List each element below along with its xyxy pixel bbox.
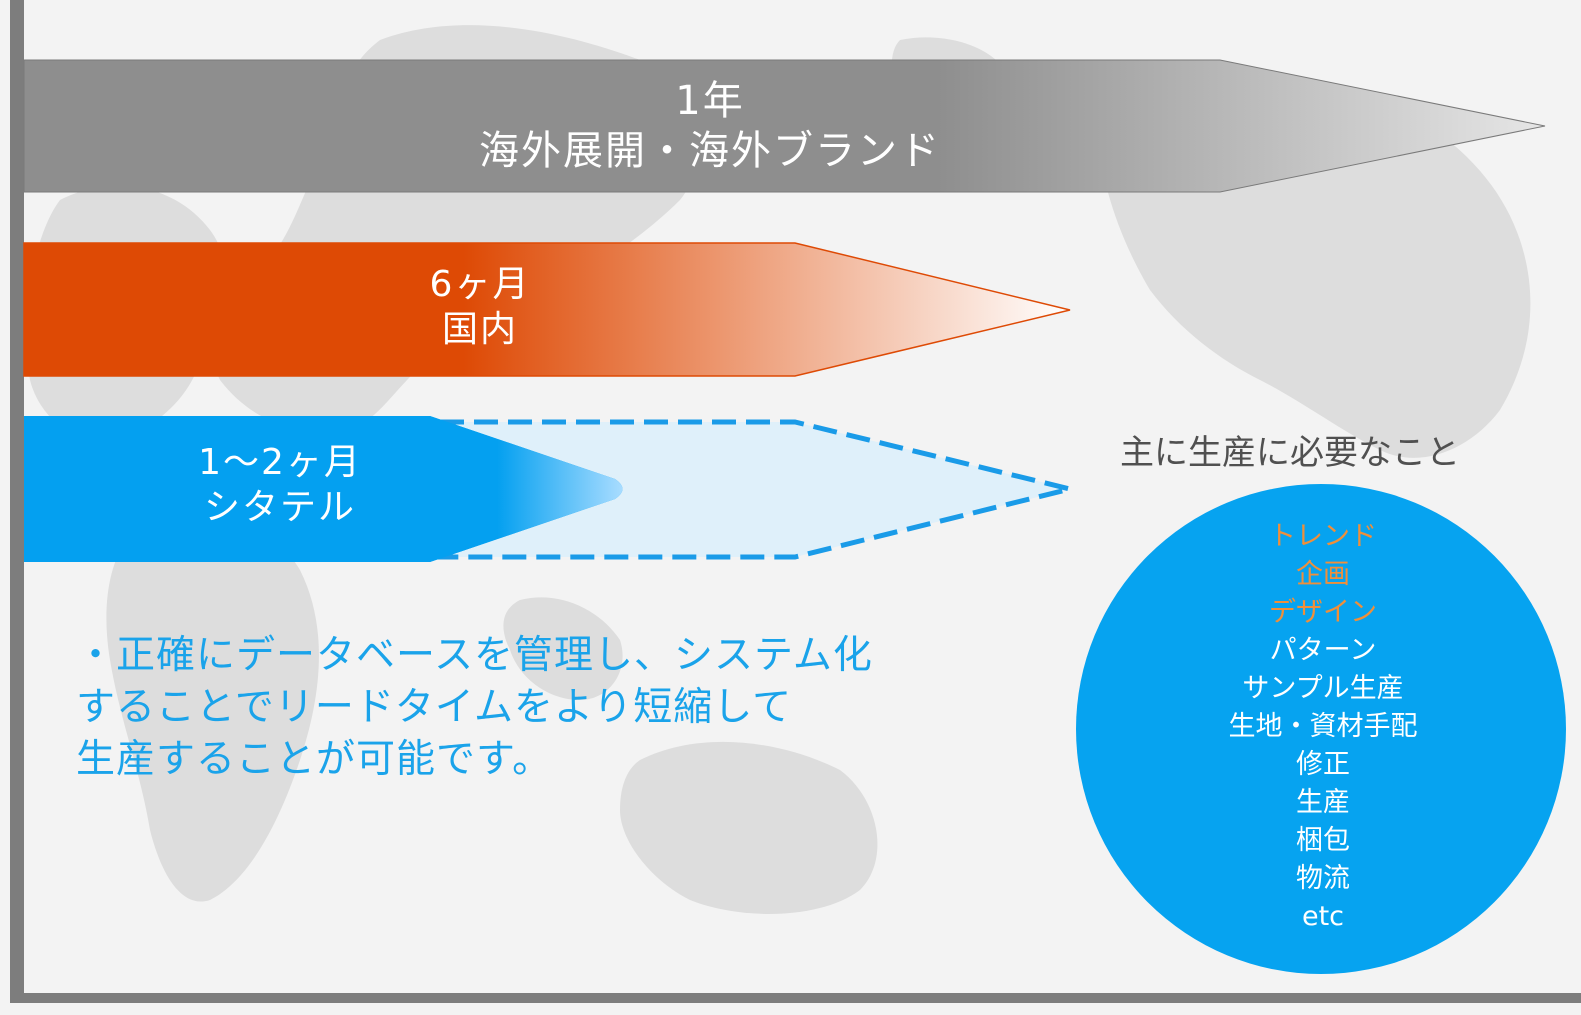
needs-circle [1076,484,1566,974]
needs-item-trend: トレンド [1269,521,1377,552]
needs-title: 主に生産に必要なこと [1120,433,1460,473]
needs-item-materials: 生地・資材手配 [1228,711,1418,742]
timeline-label-domestic: 6ヶ月 国内 [330,262,630,352]
needs-item-planning: 企画 [1296,559,1350,590]
category-shitateru: シタテル [203,487,356,528]
category-overseas: 海外展開・海外ブランド [479,128,941,174]
needs-item-pattern: パターン [1269,635,1377,666]
needs-item-production: 生産 [1296,787,1350,818]
duration-shitateru: 1〜2ヶ月 [198,442,362,483]
needs-item-design: デザイン [1269,597,1377,628]
description-line: することでリードタイムをより短縮して [76,684,793,730]
category-domestic: 国内 [441,309,518,350]
description-text: ・正確にデータベースを管理し、システム化 することでリードタイムをより短縮して … [76,630,1056,786]
arrow-domestic [23,242,1071,377]
timeline-label-overseas: 1年 海外展開・海外ブランド [360,76,1060,176]
vertical-axis-line [10,0,24,1003]
needs-list: トレンド 企画 デザイン パターン サンプル生産 生地・資材手配 修正 生産 梱… [1076,518,1570,936]
description-line: 生産することが可能です。 [76,736,553,782]
timeline-label-shitateru: 1〜2ヶ月 シタテル [130,440,430,530]
needs-item-etc: etc [1301,901,1345,932]
needs-item-logistics: 物流 [1296,863,1350,894]
horizontal-axis-line [10,993,1581,1003]
needs-item-sample: サンプル生産 [1242,673,1404,704]
needs-item-packing: 梱包 [1296,825,1350,856]
arrow-shitateru-tip [430,416,623,562]
duration-overseas: 1年 [675,78,745,124]
arrow-overseas [23,59,1546,193]
description-line: ・正確にデータベースを管理し、システム化 [76,633,873,678]
needs-item-correction: 修正 [1296,749,1350,780]
duration-domestic: 6ヶ月 [429,264,531,305]
